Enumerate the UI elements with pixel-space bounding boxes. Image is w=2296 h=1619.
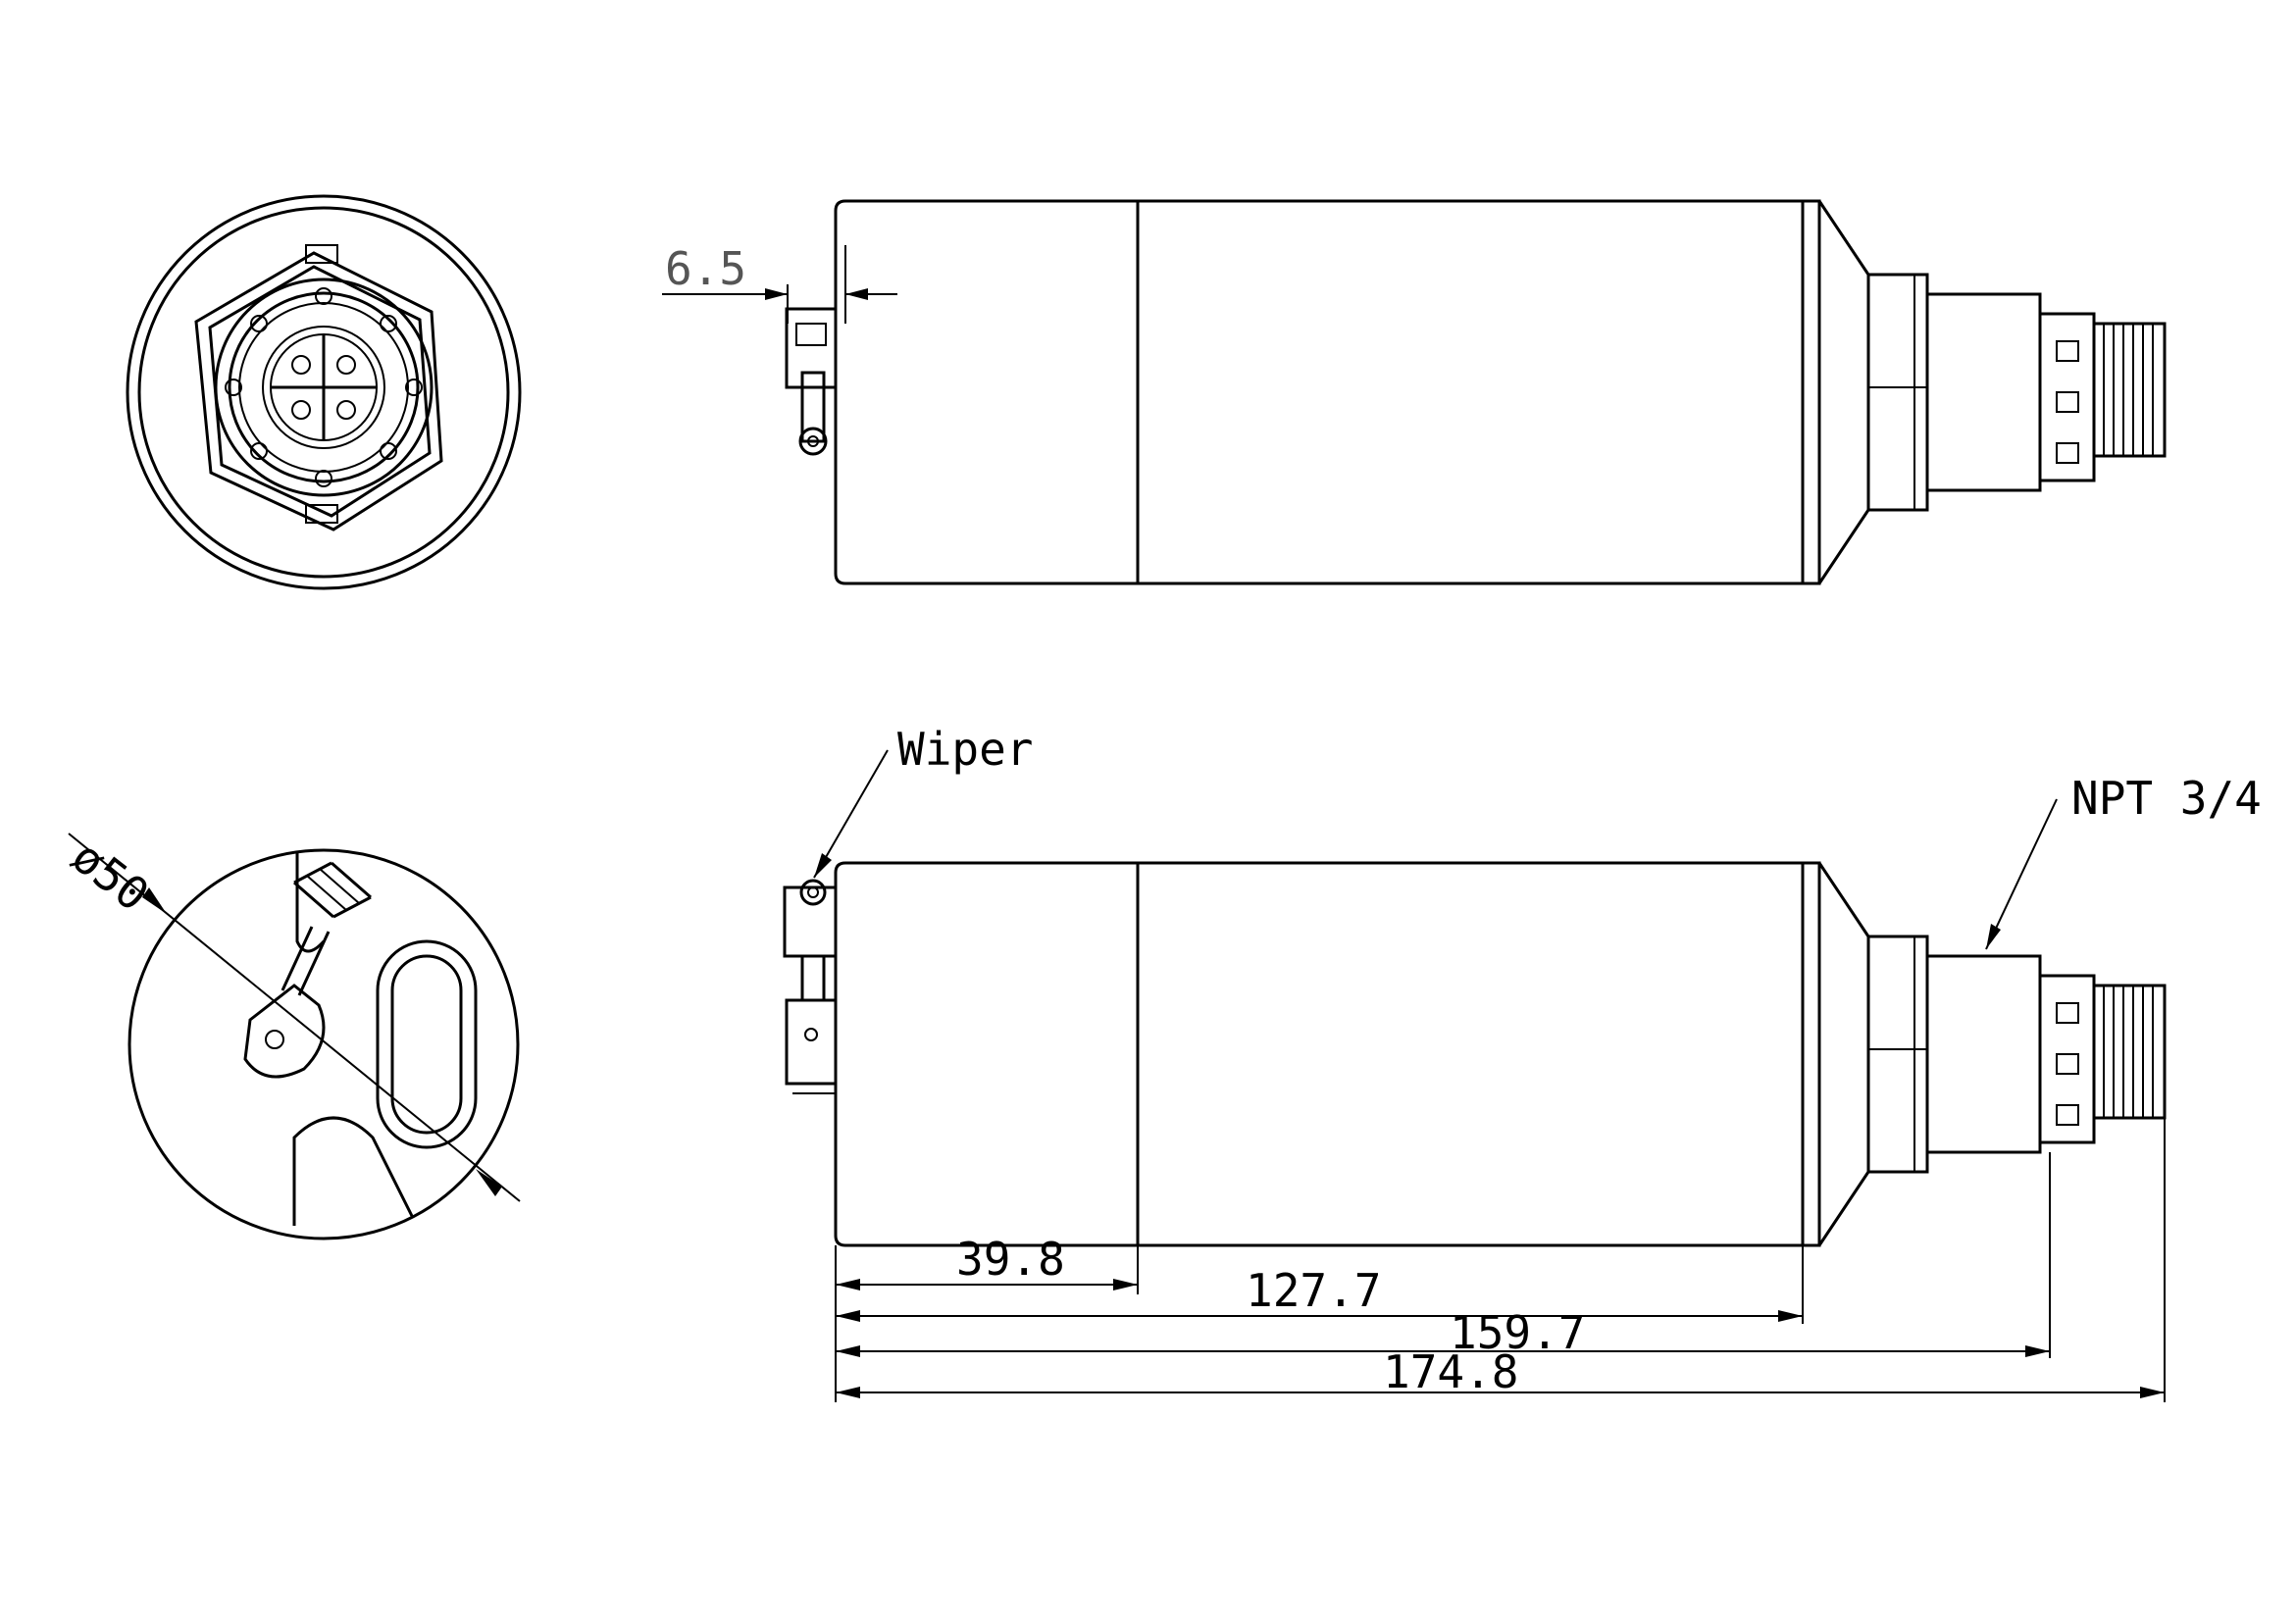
connector-end-view <box>126 194 522 590</box>
dim-label-wiper-offset: 6.5 <box>665 242 746 295</box>
dim-label-159-7: 159.7 <box>1450 1306 1585 1359</box>
thread-label: NPT 3/4 <box>2071 772 2262 825</box>
dim-label-diameter: ø50 <box>62 830 159 922</box>
side-view-bottom <box>783 861 2167 1247</box>
dim-wiper-offset: 6.5 <box>662 242 897 324</box>
dim-label-39-8: 39.8 <box>956 1233 1065 1286</box>
dimension-chain: 39.8 127.7 159.7 174.8 <box>835 1118 2166 1402</box>
dim-label-174-8: 174.8 <box>1383 1345 1518 1398</box>
wiper-label: Wiper <box>897 723 1033 776</box>
thread-callout: NPT 3/4 <box>1985 772 2262 950</box>
dim-label-127-7: 127.7 <box>1246 1264 1381 1317</box>
side-view-top <box>785 199 2167 585</box>
sensor-face-view: ø50 <box>62 830 521 1240</box>
wiper-callout: Wiper <box>813 723 1033 879</box>
